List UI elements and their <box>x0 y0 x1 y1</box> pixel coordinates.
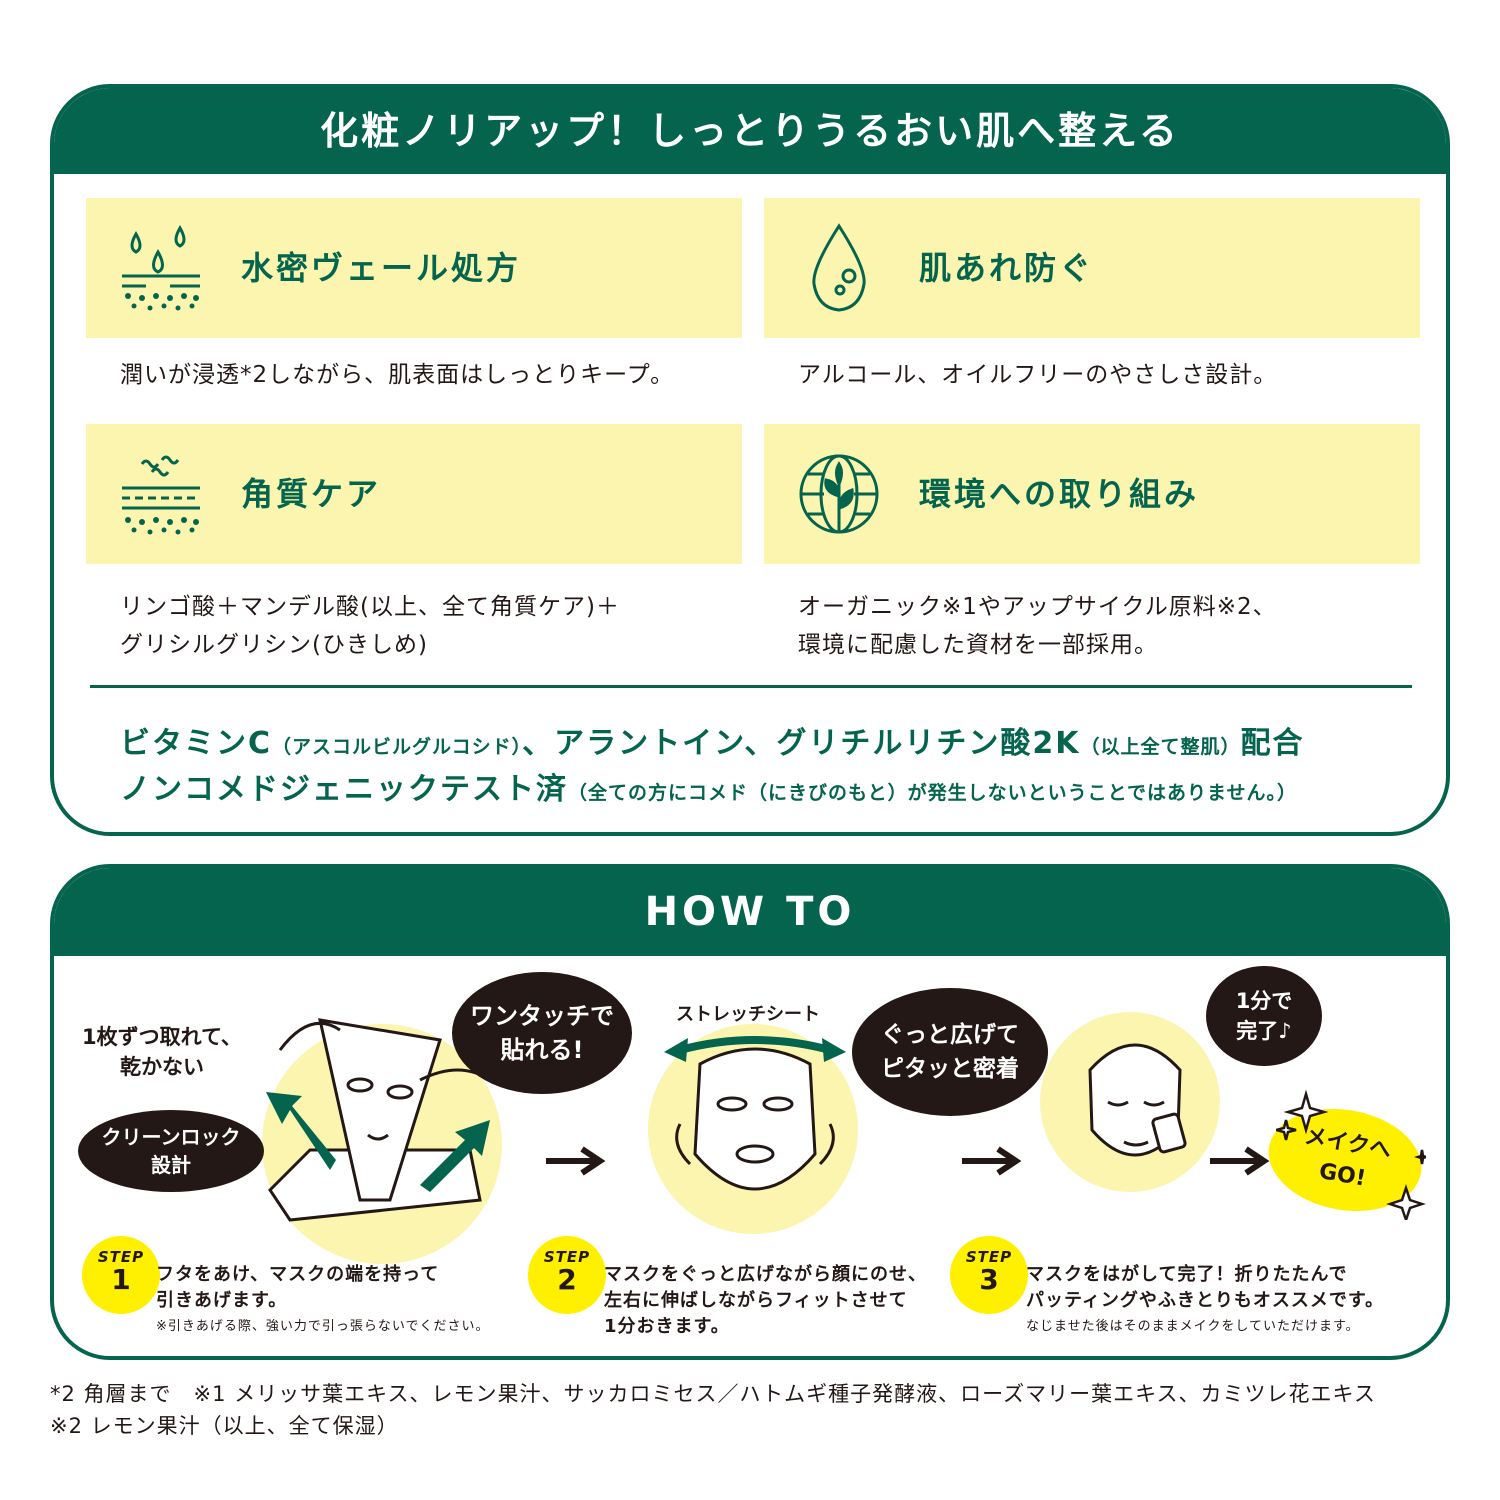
step-line: 1分おきます。 <box>604 1316 730 1337</box>
step-label: STEP <box>543 1248 591 1266</box>
feature-title: 肌あれ防ぐ <box>919 249 1095 287</box>
note-text: 配合 <box>1240 726 1305 761</box>
note-text: （以上全て整肌） <box>1080 736 1241 758</box>
feature-title: 水密ヴェール処方 <box>241 249 522 287</box>
bubble-spread: ぐっと広げて ピタッと密着 <box>852 988 1048 1116</box>
step-note: なじませた後はそのままメイクをしていただけます。 <box>1026 1319 1360 1334</box>
feature-desc-line: グリシルグリシン(ひきしめ) <box>120 632 428 658</box>
divider <box>90 685 1412 688</box>
arrow-right-icon <box>1210 1146 1270 1176</box>
feature-desc-line: オーガニック※1やアップサイクル原料※2、 <box>798 594 1277 620</box>
skin-layer-icon <box>122 455 200 535</box>
feature-desc: リンゴ酸＋マンデル酸(以上、全て角質ケア)＋ グリシルグリシン(ひきしめ) <box>120 588 620 664</box>
step-text-3: マスクをはがして完了！折りたたんで パッティングやふきとりもオススメです。 なじ… <box>1026 1262 1384 1340</box>
arrow-right-icon <box>962 1146 1022 1176</box>
step-number: 2 <box>557 1263 577 1296</box>
features-header: 化粧ノリアップ！しっとりうるおい肌へ整える <box>54 88 1446 174</box>
bubble-one-minute: 1分で 完了♪ <box>1206 966 1322 1066</box>
feature-card-prevent-rough: 肌あれ防ぐ <box>764 198 1420 338</box>
step-line: 引きあげます。 <box>156 1290 288 1311</box>
note-text: （全ての方にコメド（にきびのもと）が発生しないということではありません。） <box>568 782 1297 804</box>
step-line: パッティングやふきとりもオススメです。 <box>1026 1290 1385 1311</box>
arrow-right-icon <box>546 1146 606 1176</box>
feature-card-keratin-care: 角質ケア <box>86 424 742 564</box>
feature-desc: オーガニック※1やアップサイクル原料※2、 環境に配慮した資材を一部採用。 <box>798 588 1277 664</box>
footnote-line: ※2 レモン果汁（以上、全て保湿） <box>50 1414 399 1438</box>
step-badge-2: STEP 2 <box>528 1236 606 1314</box>
sparkle-icon <box>1276 1090 1426 1220</box>
mask-pack-illustration <box>266 1018 491 1222</box>
feature-card-water-veil: 水密ヴェール処方 <box>86 198 742 338</box>
features-panel: 化粧ノリアップ！しっとりうるおい肌へ整える 水密ヴェール処方 潤いが浸透*2しな… <box>50 84 1450 836</box>
note-text: 、アラントイン、グリチルリチン酸2K <box>522 726 1081 761</box>
label-take-one: 1枚ずつ取れて、 乾かない <box>82 1025 242 1079</box>
feature-title: 角質ケア <box>241 475 382 513</box>
woman-face-illustration <box>1088 1043 1187 1157</box>
feature-desc: 潤いが浸透*2しながら、肌表面はしっとりキープ。 <box>120 362 675 388</box>
bubble-cleanlock: クリーンロック 設計 <box>78 1110 264 1192</box>
water-drops-icon <box>122 224 200 311</box>
step-text-2: マスクをぐっと広げながら顔にのせ、 左右に伸ばしながらフィットさせて 1分おきま… <box>604 1262 927 1340</box>
face-mask-illustration <box>675 1047 835 1191</box>
feature-desc-line: リンゴ酸＋マンデル酸(以上、全て角質ケア)＋ <box>120 594 620 620</box>
feature-title: 環境への取り組み <box>919 475 1200 513</box>
step-line: マスクをはがして完了！折りたたんで <box>1026 1264 1348 1285</box>
step-number: 1 <box>111 1263 131 1296</box>
step-badge-1: STEP 1 <box>82 1236 160 1314</box>
droplet-icon <box>812 223 866 312</box>
step-line: フタをあけ、マスクの端を持って <box>156 1264 440 1285</box>
footnote-line: *2 角層まで ※1 メリッサ葉エキス、レモン果汁、サッカロミセス／ハトムギ種子… <box>50 1382 1376 1406</box>
noncomedogenic-note: ノンコメドジェニックテスト済（全ての方にコメド（にきびのもと）が発生しないという… <box>120 764 1297 808</box>
feature-desc: アルコール、オイルフリーのやさしさ設計。 <box>798 362 1278 388</box>
step-note: ※引きあげる際、強い力で引っ張らないでください。 <box>156 1319 490 1334</box>
feature-desc-line: 環境に配慮した資材を一部採用。 <box>798 632 1158 658</box>
ingredients-note: ビタミンC（アスコルビルグルコシド）、アラントイン、グリチルリチン酸2K（以上全… <box>120 718 1305 762</box>
globe-leaf-icon <box>799 454 879 534</box>
step-line: 左右に伸ばしながらフィットさせて <box>604 1290 908 1311</box>
stretch-arrow-icon <box>664 1036 846 1062</box>
bubble-onetouch: ワンタッチで 貼れる! <box>452 972 632 1094</box>
step-label: STEP <box>965 1248 1013 1266</box>
step-text-1: フタをあけ、マスクの端を持って 引きあげます。 ※引きあげる際、強い力で引っ張ら… <box>156 1262 490 1340</box>
label-stretch-sheet: ストレッチシート <box>676 1004 820 1025</box>
feature-card-environment: 環境への取り組み <box>764 424 1420 564</box>
step-label: STEP <box>97 1248 145 1266</box>
howto-header: HOW TO <box>54 868 1446 956</box>
note-text: ノンコメドジェニックテスト済 <box>120 772 568 807</box>
step-number: 3 <box>979 1263 999 1296</box>
note-text: ビタミンC <box>120 726 273 761</box>
step-line: マスクをぐっと広げながら顔にのせ、 <box>604 1264 927 1285</box>
step-badge-3: STEP 3 <box>950 1236 1028 1314</box>
note-text: （アスコルビルグルコシド） <box>272 736 523 758</box>
